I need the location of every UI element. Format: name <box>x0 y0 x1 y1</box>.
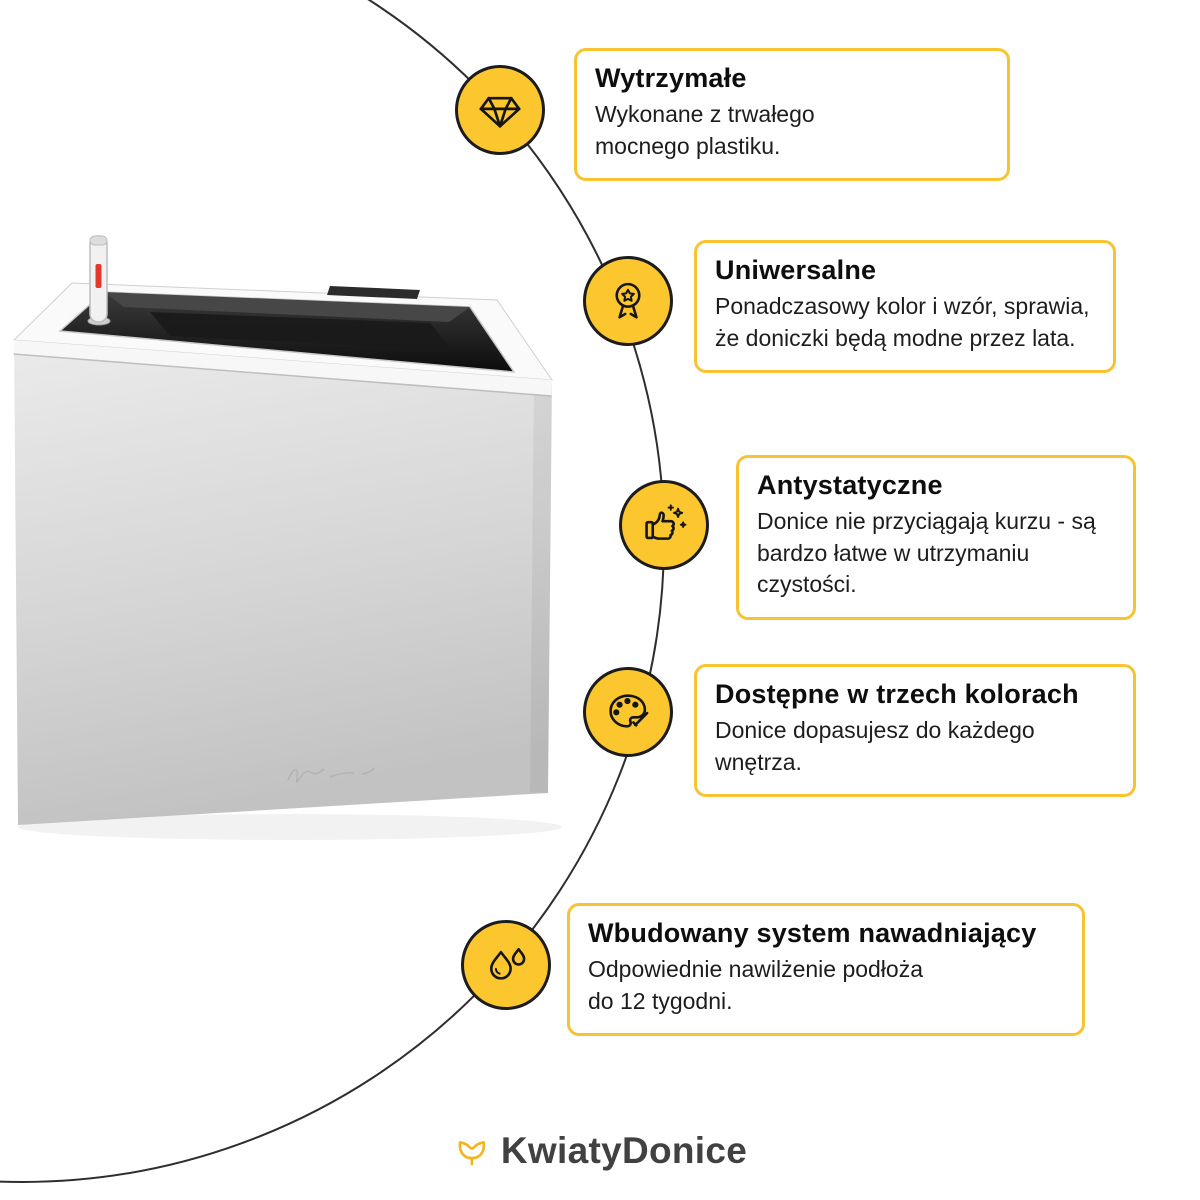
thumbs-up-sparkles-icon <box>645 504 687 540</box>
rim-handle-notch <box>327 286 420 299</box>
brand-name: KwiatyDonice <box>500 1130 748 1171</box>
planter-right-shade <box>530 379 552 793</box>
brand-logo: KwiatyDonice <box>453 1130 747 1172</box>
flower-logo-icon <box>458 1141 486 1166</box>
feature-title: Wytrzymałe <box>595 63 747 93</box>
feature-badge-1 <box>455 65 545 155</box>
water-drops-icon <box>489 947 526 980</box>
planter-front-face <box>14 340 552 825</box>
product-photo-cube-planter <box>0 228 570 848</box>
ground-shadow <box>18 814 562 840</box>
cube-planter-image <box>12 235 562 840</box>
feature-description: Ponadczasowy kolor i wzór, sprawia, że d… <box>715 293 1090 351</box>
feature-description: Donice nie przyciągają kurzu - są bardzo… <box>757 508 1096 598</box>
feature-card-4: Dostępne w trzech kolorach Donice dopasu… <box>694 664 1136 798</box>
feature-card-2: Uniwersalne Ponadczasowy kolor i wzór, s… <box>694 240 1116 374</box>
feature-description: Donice dopasujesz do każdego wnętrza. <box>715 717 1035 775</box>
feature-badge-4 <box>583 667 673 757</box>
feature-badge-3 <box>619 480 709 570</box>
feature-title: Antystatyczne <box>757 470 943 500</box>
feature-description: Wykonane z trwałego mocnego plastiku. <box>595 101 815 159</box>
planter-rim-band <box>13 340 552 396</box>
feature-title: Wbudowany system nawadniający <box>588 918 1037 948</box>
feature-description: Odpowiednie nawilżenie podłoża do 12 tyg… <box>588 956 924 1014</box>
brand-script-mark <box>287 767 375 783</box>
feature-badge-5 <box>461 920 551 1010</box>
feature-card-5: Wbudowany system nawadniający Odpowiedni… <box>567 903 1085 1037</box>
feature-badge-2 <box>583 256 673 346</box>
water-level-indicator <box>87 235 111 326</box>
feature-card-1: Wytrzymałe Wykonane z trwałego mocnego p… <box>574 48 1010 182</box>
paint-palette-icon <box>609 694 649 728</box>
feature-title: Uniwersalne <box>715 255 877 285</box>
medal-icon <box>615 282 641 319</box>
feature-title: Dostępne w trzech kolorach <box>715 679 1079 709</box>
diamond-icon <box>479 96 521 128</box>
feature-card-3: Antystatyczne Donice nie przyciągają kur… <box>736 455 1136 621</box>
